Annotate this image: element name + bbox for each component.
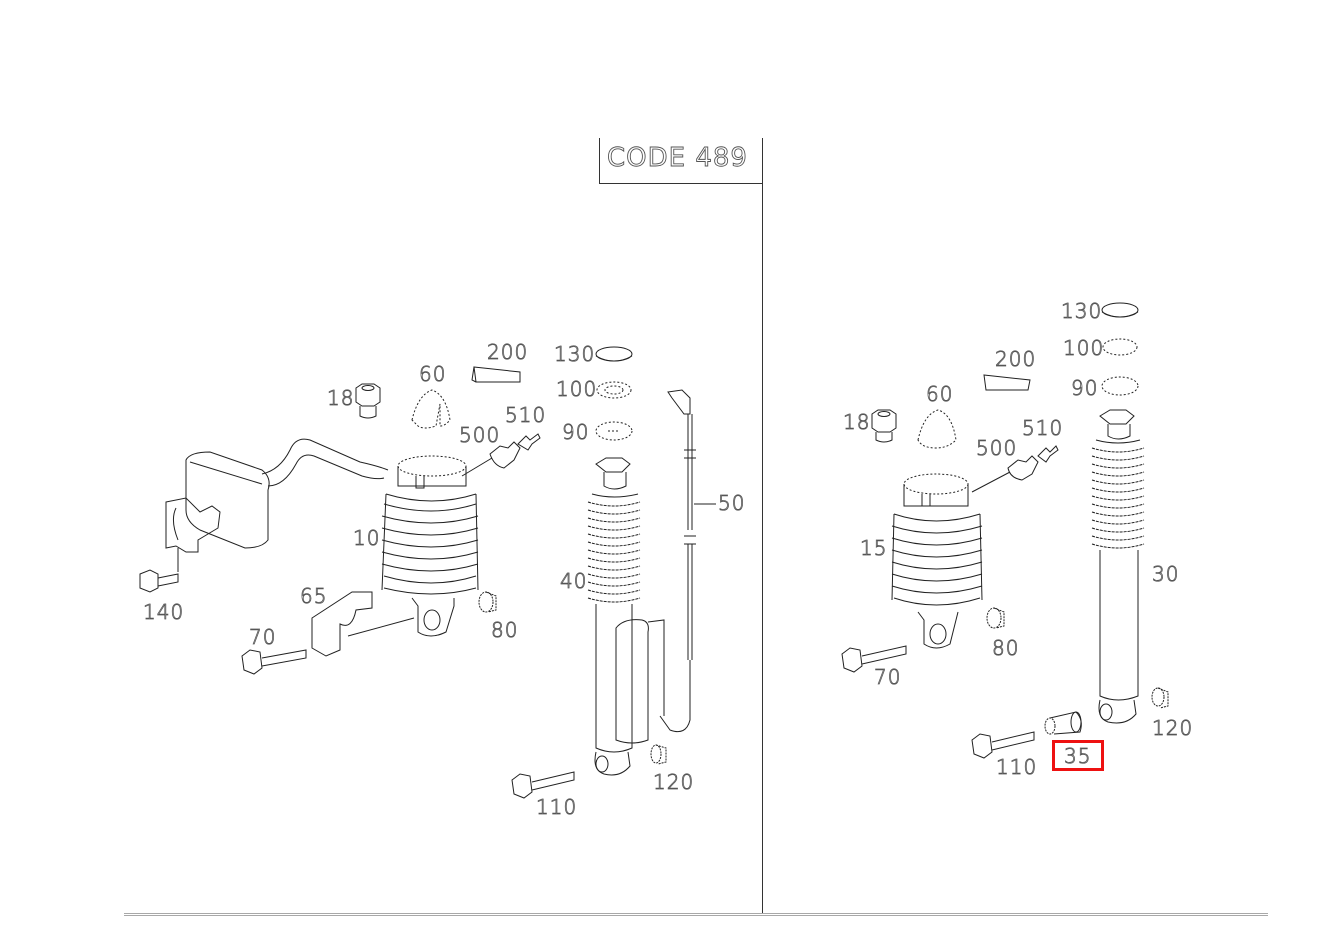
- callout-40-left[interactable]: 40: [560, 569, 588, 593]
- callout-80-left[interactable]: 80: [491, 618, 519, 642]
- spring-pad-100-drawing: [596, 381, 632, 399]
- callout-110-right[interactable]: 110: [996, 755, 1038, 779]
- callout-140-left[interactable]: 140: [143, 600, 185, 624]
- cap-510-right-drawing: [1037, 445, 1059, 463]
- callout-90-left[interactable]: 90: [562, 420, 590, 444]
- spring-pad-100-right-drawing: [1102, 338, 1138, 356]
- callout-65-left[interactable]: 65: [300, 584, 328, 608]
- callout-90-right[interactable]: 90: [1071, 376, 1099, 400]
- washer-90-drawing: [595, 421, 633, 441]
- callout-200-right[interactable]: 200: [995, 347, 1037, 371]
- callout-35-right[interactable]: 35: [1064, 744, 1092, 768]
- callout-60-right[interactable]: 60: [926, 382, 954, 406]
- bolt-110-drawing: [511, 771, 575, 799]
- callout-15-right[interactable]: 15: [860, 536, 888, 560]
- valve-500-right-drawing: [971, 455, 1039, 493]
- code-label-box: [599, 138, 762, 184]
- compressor-unit-drawing: [139, 438, 389, 593]
- cover-60-right-drawing: [917, 409, 957, 449]
- callout-70-right[interactable]: 70: [874, 665, 902, 689]
- bushing-35-drawing: [1044, 711, 1082, 735]
- wedge-200-right-drawing: [983, 374, 1031, 391]
- nut-18-drawing: [355, 383, 381, 419]
- top-mount-130-drawing: [595, 346, 633, 362]
- valve-500-drawing: [461, 441, 521, 477]
- sensor-line-50-drawing: [659, 389, 716, 733]
- shock-absorber-30-drawing: [1091, 409, 1145, 724]
- cap-510-drawing: [517, 433, 541, 451]
- shock-absorber-40-drawing: [587, 457, 665, 776]
- nut-120-drawing: [650, 744, 667, 765]
- bolt-70-right-drawing: [841, 645, 907, 673]
- bolt-70-drawing: [241, 649, 307, 675]
- callout-18-left[interactable]: 18: [327, 386, 355, 410]
- top-mount-130-right-drawing: [1101, 302, 1139, 318]
- panel-divider: [762, 138, 763, 914]
- wedge-200-drawing: [471, 366, 521, 383]
- highlighted-part-box: [1052, 740, 1104, 771]
- callout-100-left[interactable]: 100: [556, 377, 598, 401]
- callout-70-left[interactable]: 70: [249, 625, 277, 649]
- bolt-110-right-drawing: [971, 731, 1035, 759]
- cover-60-drawing: [411, 389, 451, 429]
- callout-130-left[interactable]: 130: [554, 342, 596, 366]
- callout-130-right[interactable]: 130: [1061, 299, 1103, 323]
- callout-510-right[interactable]: 510: [1022, 416, 1064, 440]
- nut-18-right-drawing: [871, 409, 897, 443]
- bracket-65-drawing: [311, 591, 415, 657]
- nut-120-right-drawing: [1151, 687, 1169, 709]
- nut-80-drawing: [478, 591, 497, 613]
- callout-120-right[interactable]: 120: [1152, 716, 1194, 740]
- callout-18-right[interactable]: 18: [843, 410, 871, 434]
- footer-rule: [124, 913, 1268, 916]
- callout-110-left[interactable]: 110: [536, 795, 578, 819]
- callout-50-left[interactable]: 50: [718, 491, 746, 515]
- callout-80-right[interactable]: 80: [992, 636, 1020, 660]
- callout-10-left[interactable]: 10: [353, 526, 381, 550]
- callout-200-left[interactable]: 200: [487, 340, 529, 364]
- air-spring-10-drawing: [381, 455, 479, 637]
- air-spring-15-drawing: [891, 473, 983, 649]
- code-label: CODE 489: [607, 143, 748, 173]
- callout-510-left[interactable]: 510: [505, 403, 547, 427]
- callout-100-right[interactable]: 100: [1063, 336, 1105, 360]
- callout-60-left[interactable]: 60: [419, 362, 447, 386]
- callout-500-right[interactable]: 500: [976, 436, 1018, 460]
- callout-120-left[interactable]: 120: [653, 770, 695, 794]
- nut-80-right-drawing: [986, 607, 1005, 629]
- callout-30-right[interactable]: 30: [1152, 562, 1180, 586]
- callout-500-left[interactable]: 500: [459, 423, 501, 447]
- washer-90-right-drawing: [1101, 376, 1139, 396]
